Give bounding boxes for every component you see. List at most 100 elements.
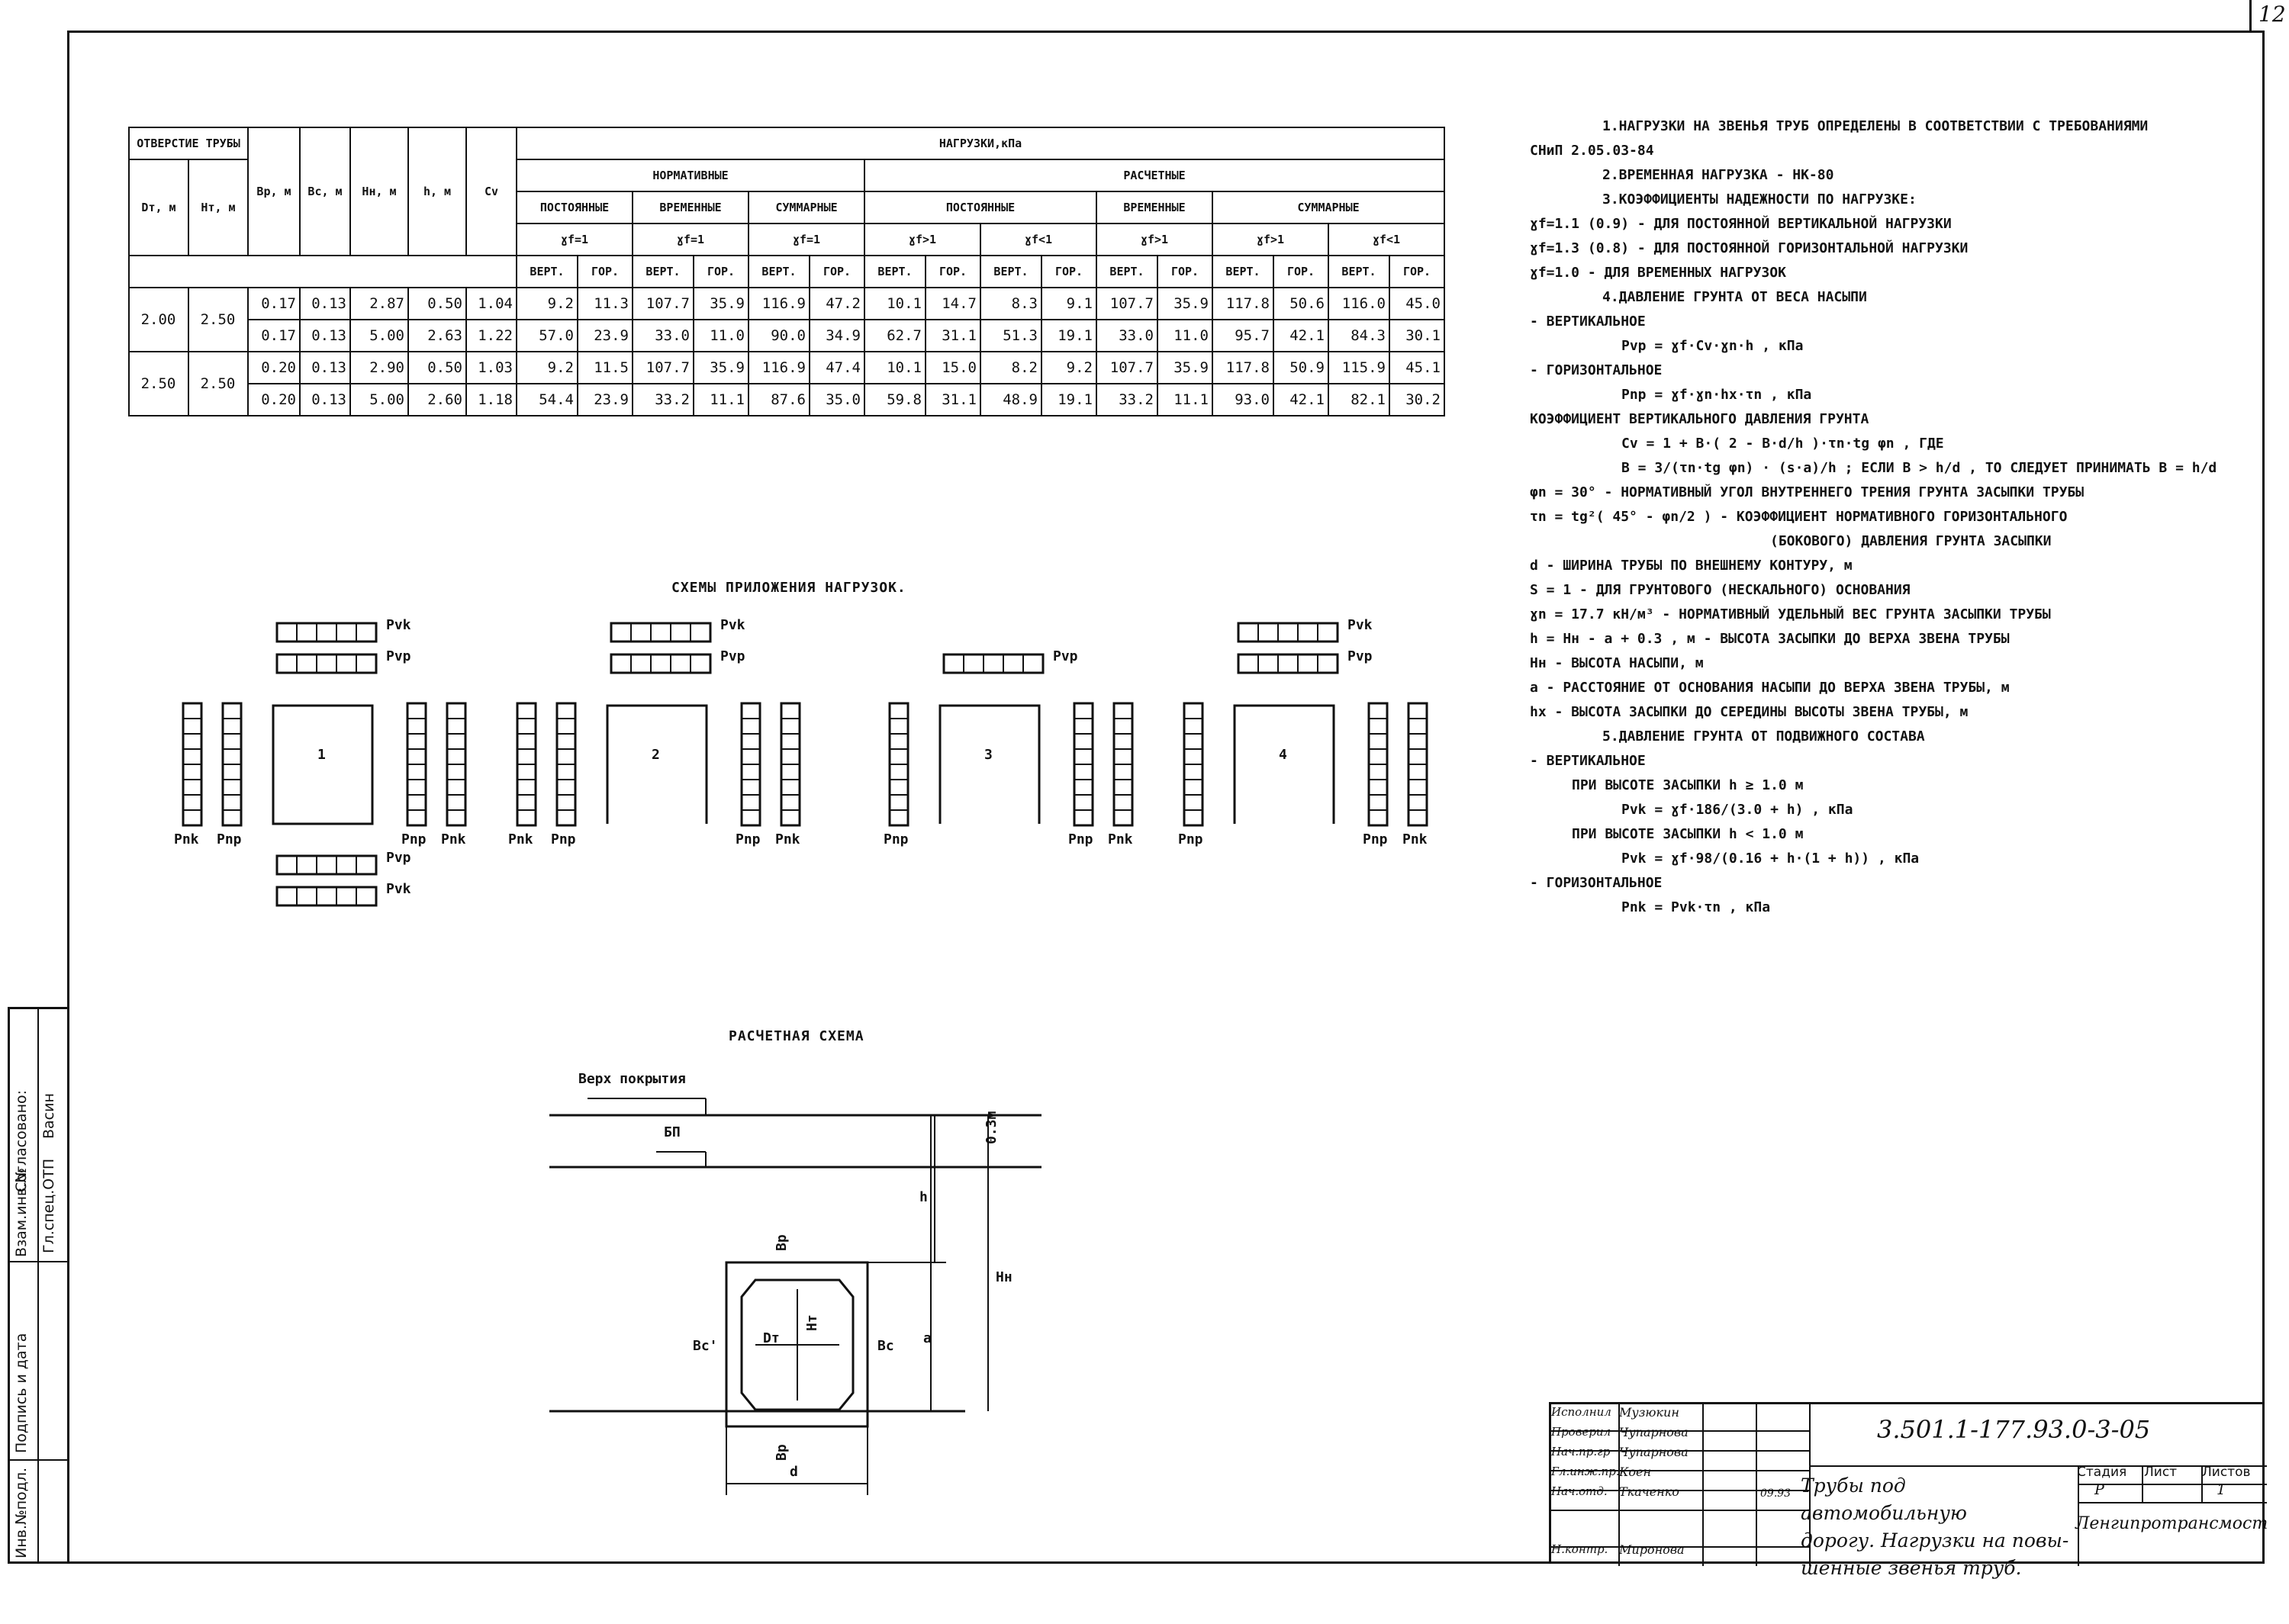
- table-cell: 95.7: [1212, 319, 1274, 352]
- cell-ht: 2.50: [188, 351, 249, 416]
- table-cell: 11.3: [577, 287, 633, 320]
- table-cell: 9.2: [516, 287, 578, 320]
- table-cell: 115.9: [1328, 351, 1390, 384]
- table-cell: 0.13: [299, 287, 351, 320]
- pipe-section: [272, 704, 374, 825]
- table-cell: 117.8: [1212, 351, 1274, 384]
- formula-b: B = 3/(τn·tg φn) · (s·a)/h ; ЕСЛИ B > h/…: [1621, 460, 2217, 476]
- table-cell: 33.2: [632, 383, 694, 416]
- th-gor: ГОР.: [925, 255, 981, 288]
- cell-ht: 2.50: [188, 287, 249, 352]
- label-hn: Hн: [996, 1269, 1013, 1285]
- th-nagruzki: НАГРУЗКИ,кПа: [516, 127, 1445, 160]
- th-bp: Bр, м: [247, 127, 301, 256]
- th-vremennye-r: ВРЕМЕННЫЕ: [1096, 191, 1213, 224]
- pvp-load-bar: [610, 653, 712, 674]
- table-cell: 82.1: [1328, 383, 1390, 416]
- th-postoyannye-r: ПОСТОЯННЫЕ: [864, 191, 1097, 224]
- tb-person-name: Чупарнова: [1619, 1425, 1689, 1439]
- schemes-title: СХЕМЫ ПРИЛОЖЕНИЯ НАГРУЗОК.: [671, 580, 906, 596]
- table-cell: 5.00: [349, 319, 409, 352]
- table-cell: 35.9: [693, 351, 749, 384]
- label-pnp-left: Pnp: [884, 831, 909, 847]
- label-ht: Hт: [804, 1314, 820, 1331]
- label-pnp-right: Pnp: [401, 831, 427, 847]
- th-vert: ВЕРТ.: [1328, 255, 1390, 288]
- th-gor: ГОР.: [809, 255, 865, 288]
- table-cell: 0.17: [247, 319, 301, 352]
- table-cell: 0.13: [299, 351, 351, 384]
- sheet-number: 12: [2258, 2, 2286, 27]
- table-cell: 0.50: [407, 287, 467, 320]
- label-pvk: Pvk: [1347, 617, 1373, 633]
- tb-role: Н.контр.: [1551, 1542, 1608, 1556]
- label-bc-left: Bс': [693, 1338, 718, 1354]
- label-bp-bottom: Bр: [774, 1444, 790, 1461]
- scheme-number: 2: [652, 747, 660, 763]
- note-hge: ПРИ ВЫСОТЕ ЗАСЫПКИ h ≥ 1.0 м: [1572, 777, 1804, 793]
- th-raschetnye: РАСЧЕТНЫЕ: [864, 159, 1445, 192]
- table-cell: 107.7: [1096, 351, 1158, 384]
- th-vert: ВЕРТ.: [748, 255, 810, 288]
- th-gfgt1: ɣf>1: [864, 223, 981, 256]
- sheet-number-divider: [2249, 0, 2252, 31]
- table-cell: 31.1: [925, 383, 981, 416]
- table-cell: 87.6: [748, 383, 810, 416]
- table-cell: 19.1: [1041, 383, 1097, 416]
- th-cv: Cv: [465, 127, 517, 256]
- label-pnp-right: Pnp: [736, 831, 761, 847]
- table-cell: 33.2: [1096, 383, 1158, 416]
- table-cell: 0.20: [247, 383, 301, 416]
- note-1a: 1.НАГРУЗКИ НА ЗВЕНЬЯ ТРУБ ОПРЕДЕЛЕНЫ В С…: [1602, 118, 2149, 134]
- table-cell: 0.50: [407, 351, 467, 384]
- title-block: [1549, 1402, 2267, 1566]
- th-gf1: ɣf=1: [516, 223, 633, 256]
- label-pvk: Pvk: [720, 617, 745, 633]
- note-3: 3.КОЭФФИЦИЕНТЫ НАДЕЖНОСТИ ПО НАГРУЗКЕ:: [1602, 191, 1917, 207]
- scheme-number: 3: [984, 747, 993, 763]
- label-pnp-left: Pnp: [217, 831, 242, 847]
- pvp-load-bar: [942, 653, 1045, 674]
- tb-date: 09.93: [1760, 1487, 1792, 1500]
- note-tau2: (БОКОВОГО) ДАВЛЕНИЯ ГРУНТА ЗАСЫПКИ: [1770, 533, 2052, 549]
- th-hn: Hн, м: [349, 127, 409, 256]
- pvk-load-bar: [1237, 622, 1339, 643]
- table-cell: 31.1: [925, 319, 981, 352]
- label-a: a: [923, 1330, 932, 1346]
- table-cell: 93.0: [1212, 383, 1274, 416]
- note-3b: ɣf=1.3 (0.8) - ДЛЯ ПОСТОЯННОЙ ГОРИЗОНТАЛ…: [1530, 240, 1969, 256]
- tb-document-code: 3.501.1-177.93.0-3-05: [1877, 1415, 2151, 1444]
- th-bc: Bс, м: [299, 127, 351, 256]
- tb-sheets-header: Листов: [2202, 1465, 2251, 1480]
- tb-role: Исполнил: [1551, 1405, 1611, 1419]
- note-a: a - РАССТОЯНИЕ ОТ ОСНОВАНИЯ НАСЫПИ ДО ВЕ…: [1530, 680, 2010, 696]
- tb-person-name: Коен: [1619, 1465, 1652, 1479]
- label-pvp: Pvp: [1053, 648, 1078, 664]
- label-bp: БП: [664, 1124, 681, 1140]
- table-cell: 42.1: [1273, 383, 1329, 416]
- table-cell: 54.4: [516, 383, 578, 416]
- table-cell: 90.0: [748, 319, 810, 352]
- label-pnp-right: Pnp: [1363, 831, 1388, 847]
- loads-table: ОТВЕРСТИЕ ТРУБЫ Bр, м Bс, м Hн, м h, м C…: [128, 127, 1445, 416]
- table-cell: 116.0: [1328, 287, 1390, 320]
- label-pnp-right: Pnp: [1068, 831, 1093, 847]
- pvp-load-bar: [1237, 653, 1339, 674]
- table-cell: 33.0: [1096, 319, 1158, 352]
- label-pnk-right: Pnk: [1108, 831, 1133, 847]
- table-cell: 11.0: [1157, 319, 1213, 352]
- th-gor: ГОР.: [693, 255, 749, 288]
- note-hn: Hн - ВЫСОТА НАСЫПИ, м: [1530, 655, 1704, 671]
- th-gfgt1: ɣf>1: [1212, 223, 1329, 256]
- th-gf1: ɣf=1: [748, 223, 865, 256]
- table-cell: 5.00: [349, 383, 409, 416]
- table-cell: 62.7: [864, 319, 926, 352]
- th-summarnye-n: СУММАРНЫЕ: [748, 191, 865, 224]
- label-03m: 0.3м: [984, 1111, 1000, 1144]
- label-pnk-right: Pnk: [1402, 831, 1428, 847]
- label-pnk-left: Pnk: [174, 831, 199, 847]
- th-vert: ВЕРТ.: [632, 255, 694, 288]
- tb-role: Нач.пр.гр: [1551, 1445, 1611, 1458]
